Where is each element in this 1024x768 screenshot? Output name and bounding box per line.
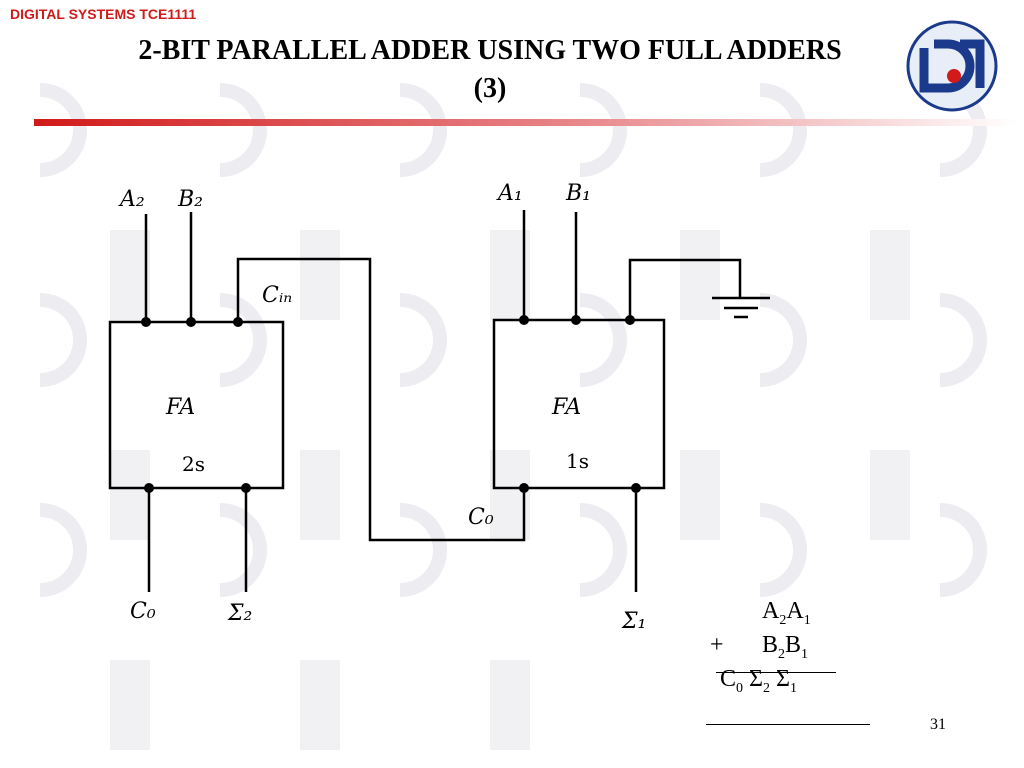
page-number: 31 xyxy=(930,716,946,733)
title-line-1: 2-BIT PARALLEL ADDER USING TWO FULL ADDE… xyxy=(138,35,842,66)
input-a2-label: A₂ xyxy=(118,187,145,212)
title-line-2: (3) xyxy=(473,73,507,104)
summary-rule-top xyxy=(716,672,836,673)
summary-line-a: A2A1 xyxy=(762,598,811,628)
sum-1-label: Σ₁ xyxy=(621,609,646,634)
ground-wire xyxy=(628,258,742,320)
slide-title: 2-BIT PARALLEL ADDER USING TWO FULL ADDE… xyxy=(40,32,940,108)
fa-2s-block xyxy=(108,320,285,490)
summary-rule-bottom xyxy=(706,724,870,725)
fa-left-sub: 2s xyxy=(182,452,205,476)
course-label: DIGITAL SYSTEMS TCE1111 xyxy=(10,6,197,22)
fa-left-name: FA xyxy=(165,395,195,420)
carry-out-mid-label: C₀ xyxy=(468,505,494,530)
carry-in-label: Cᵢₙ xyxy=(262,283,292,308)
input-b1-label: B₁ xyxy=(565,181,591,206)
input-a1-label: A₁ xyxy=(496,181,523,206)
sum-2-label: Σ₂ xyxy=(227,601,252,626)
ground-icon xyxy=(712,296,770,319)
carry-wire xyxy=(236,257,526,542)
fa-right-sub: 1s xyxy=(566,449,589,473)
summary-line-b: + B2B1 xyxy=(710,632,809,662)
input-b2-label: B₂ xyxy=(177,187,203,212)
addition-summary: A2A1 + B2B1 C0 Σ2 Σ1 xyxy=(700,598,880,700)
fa-right-name: FA xyxy=(551,395,581,420)
university-logo-icon xyxy=(906,20,998,112)
carry-out-label: C₀ xyxy=(130,599,156,624)
title-underline xyxy=(34,119,1018,126)
